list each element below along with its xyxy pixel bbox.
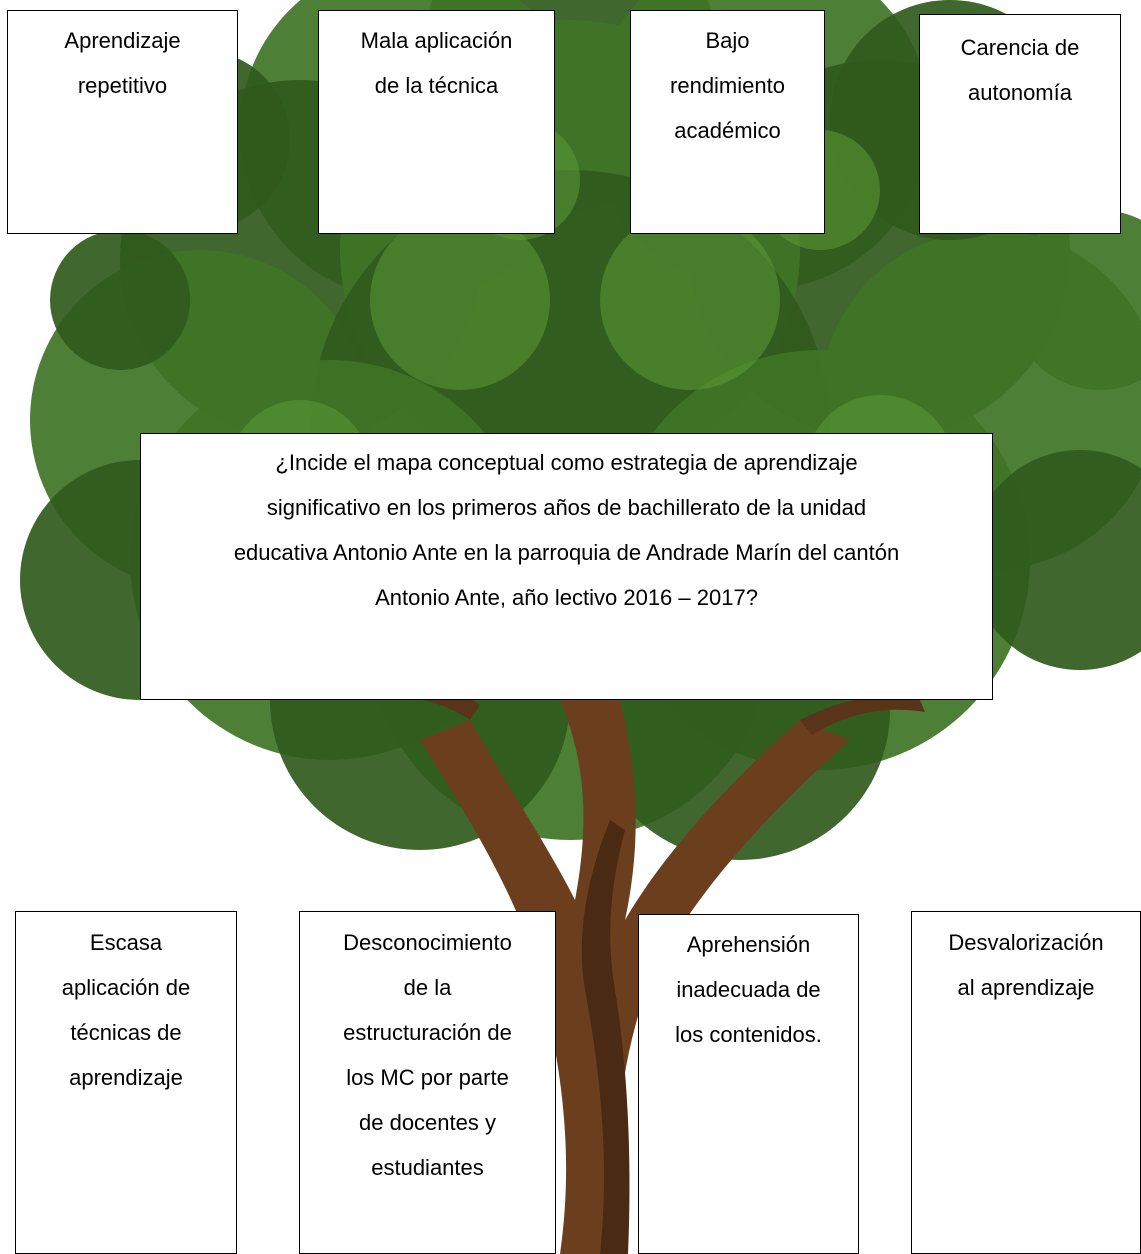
- foliage-blob: [600, 210, 780, 390]
- effect-box-carencia-autonomia: Carencia de autonomía: [919, 14, 1121, 234]
- branch-right: [800, 696, 925, 735]
- effect-box-bajo-rendimiento: Bajo rendimiento académico: [630, 10, 825, 234]
- cause-box-desconocimiento: Desconocimiento de la estructuración de …: [299, 911, 556, 1254]
- foliage-blob: [970, 450, 1141, 670]
- trunk-main: [420, 700, 850, 1254]
- effect-box-mala-aplicacion: Mala aplicación de la técnica: [318, 10, 555, 234]
- trunk-shadow: [581, 820, 630, 1254]
- cause-box-aprehension-inadecuada: Aprehensión inadecuada de los contenidos…: [638, 914, 859, 1254]
- foliage-blob: [1010, 210, 1141, 390]
- cause-box-desvalorizacion: Desvalorización al aprendizaje: [911, 911, 1141, 1254]
- foliage-blob: [370, 210, 550, 390]
- effect-box-aprendizaje-repetitivo: Aprendizaje repetitivo: [7, 10, 238, 234]
- foliage-blob: [50, 230, 190, 370]
- cause-box-escasa-aplicacion: Escasa aplicación de técnicas de aprendi…: [15, 911, 237, 1254]
- central-problem-box: ¿Incide el mapa conceptual como estrateg…: [140, 433, 993, 700]
